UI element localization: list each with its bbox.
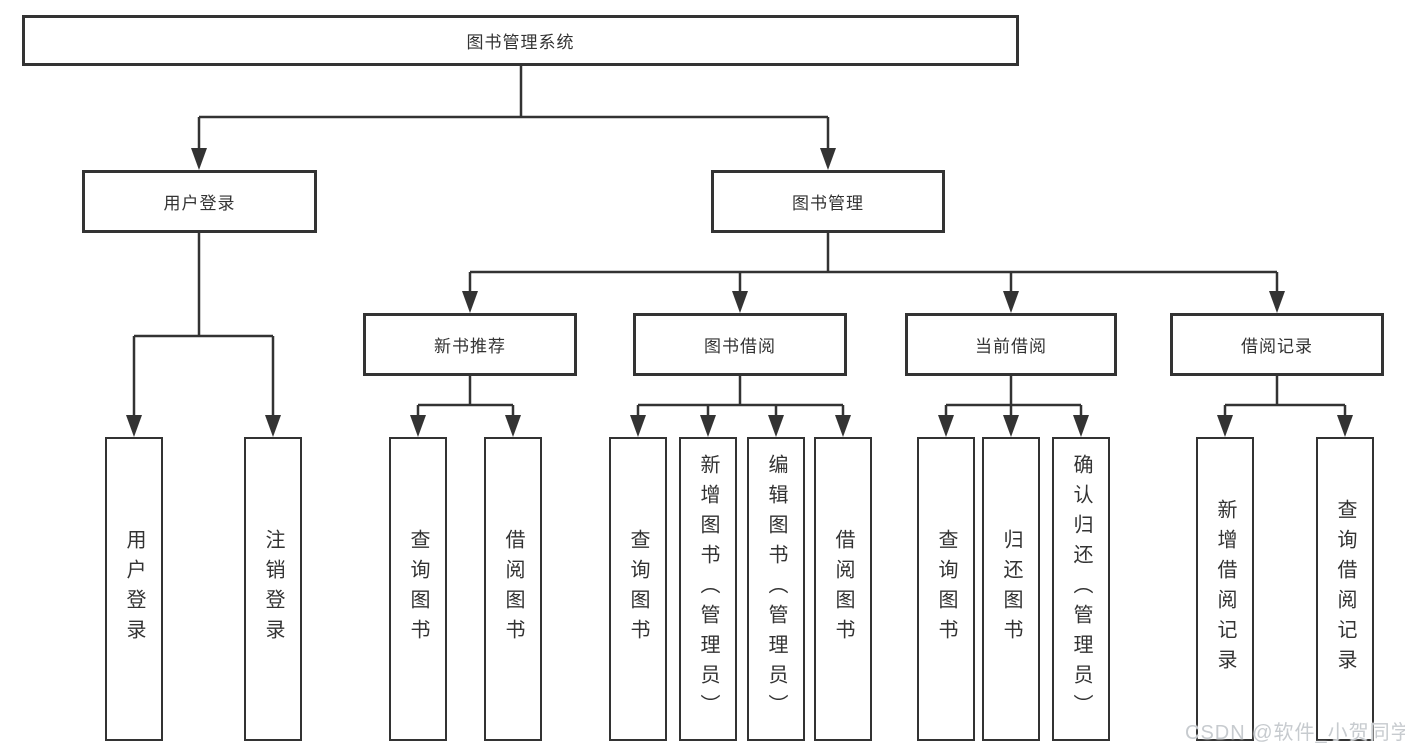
node-label: 查询借阅记录 xyxy=(1334,499,1356,679)
node-library-management-system: 图书管理系统 xyxy=(22,15,1019,66)
connector-book-mgmt-to-level3 xyxy=(462,233,1285,313)
node-confirm-return-admin: 确认归还（管理员） xyxy=(1052,437,1110,741)
node-label: 用户登录 xyxy=(163,194,236,213)
connector-recommend-to-children xyxy=(410,376,521,437)
node-label: 归还图书 xyxy=(1000,529,1022,649)
node-current-borrowing: 当前借阅 xyxy=(905,313,1117,376)
connector-borrowing-to-children xyxy=(630,376,851,437)
node-user-login: 用户登录 xyxy=(82,170,317,233)
node-label: 当前借阅 xyxy=(975,337,1047,356)
node-query-books-under-recommend: 查询图书 xyxy=(389,437,447,741)
node-label: 新增图书（管理员） xyxy=(697,454,719,724)
node-label: 借阅图书 xyxy=(832,529,854,649)
node-user-login-leaf: 用户登录 xyxy=(105,437,163,741)
node-label: 图书管理 xyxy=(792,194,864,213)
node-new-book-recommend: 新书推荐 xyxy=(363,313,577,376)
node-label: 新增借阅记录 xyxy=(1214,499,1236,679)
node-label: 注销登录 xyxy=(262,529,284,649)
node-query-books-under-current: 查询图书 xyxy=(917,437,975,741)
node-edit-books-admin: 编辑图书（管理员） xyxy=(747,437,805,741)
node-label: 借阅记录 xyxy=(1241,337,1313,356)
node-borrow-books-under-recommend: 借阅图书 xyxy=(484,437,542,741)
node-query-borrow-record: 查询借阅记录 xyxy=(1316,437,1374,741)
node-add-books-admin: 新增图书（管理员） xyxy=(679,437,737,741)
node-label: 查询图书 xyxy=(407,529,429,649)
node-logout-leaf: 注销登录 xyxy=(244,437,302,741)
node-label: 图书管理系统 xyxy=(466,33,575,52)
connector-records-to-children xyxy=(1217,376,1353,437)
node-label: 用户登录 xyxy=(123,529,145,649)
node-book-management: 图书管理 xyxy=(711,170,945,233)
node-label: 新书推荐 xyxy=(434,337,506,356)
csdn-watermark: CSDN @软件_小贺同学 xyxy=(1185,722,1405,744)
connector-root-to-level2 xyxy=(191,66,836,170)
node-book-borrowing: 图书借阅 xyxy=(633,313,847,376)
node-label: 查询图书 xyxy=(627,529,649,649)
node-add-borrow-record: 新增借阅记录 xyxy=(1196,437,1254,741)
node-label: 图书借阅 xyxy=(704,337,776,356)
node-borrowing-records: 借阅记录 xyxy=(1170,313,1384,376)
connector-current-to-children xyxy=(938,376,1089,437)
node-return-books: 归还图书 xyxy=(982,437,1040,741)
node-label: 借阅图书 xyxy=(502,529,524,649)
node-label: 确认归还（管理员） xyxy=(1070,454,1092,724)
node-label: 查询图书 xyxy=(935,529,957,649)
node-label: 编辑图书（管理员） xyxy=(765,454,787,724)
node-borrow-books-under-borrowing: 借阅图书 xyxy=(814,437,872,741)
node-query-books-under-borrowing: 查询图书 xyxy=(609,437,667,741)
connector-user-login-to-children xyxy=(126,233,281,437)
